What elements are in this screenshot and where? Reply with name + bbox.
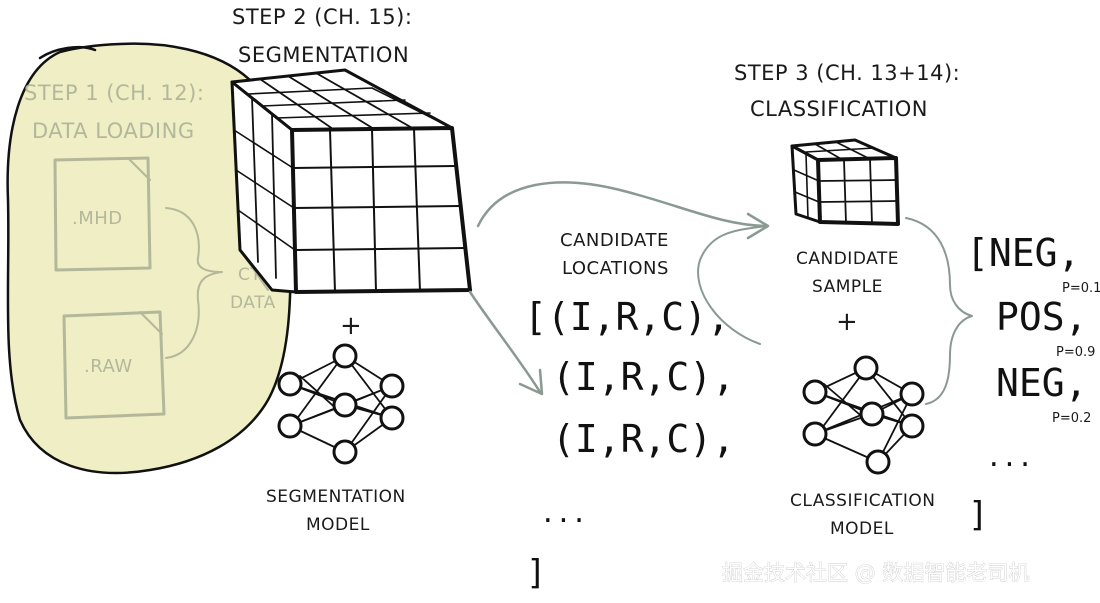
candidate-locations-label-line1: CANDIDATE bbox=[560, 230, 669, 251]
blob-scribble bbox=[38, 46, 97, 60]
step3-plus: + bbox=[836, 307, 858, 337]
result-label-1: [NEG, bbox=[966, 231, 1080, 275]
step2-segmentation: STEP 2 (CH. 15): SEGMENTATION + bbox=[230, 5, 472, 535]
watermark-text: 掘金技术社区 @ 数据智能老司机 bbox=[722, 561, 1029, 585]
result-label-3: NEG, bbox=[996, 361, 1088, 405]
ct-data-brace bbox=[165, 207, 223, 359]
step2-subtitle: SEGMENTATION bbox=[238, 43, 409, 67]
segmentation-model-label-line1: SEGMENTATION bbox=[266, 487, 406, 507]
flow-arrows bbox=[468, 181, 770, 396]
result-prob-3: P=0.2 bbox=[1052, 411, 1091, 426]
step2-plus: + bbox=[340, 311, 362, 341]
step1-subtitle: DATA LOADING bbox=[32, 119, 195, 143]
step3-subtitle: CLASSIFICATION bbox=[750, 97, 928, 121]
step3-title: STEP 3 (CH. 13+14): bbox=[734, 61, 960, 85]
classification-model-label-line2: MODEL bbox=[830, 519, 894, 539]
arrow-to-classification bbox=[476, 181, 768, 228]
step2-title: STEP 2 (CH. 15): bbox=[232, 5, 412, 29]
segmentation-cube-icon bbox=[230, 68, 472, 294]
arrowhead-candidates bbox=[518, 368, 544, 396]
candidate-sample-label-line1: CANDIDATE bbox=[796, 249, 899, 269]
arrow-loop-line bbox=[697, 225, 767, 345]
arrow-to-candidates bbox=[468, 290, 542, 394]
candidate-item-2: (I,R,C), bbox=[552, 355, 735, 399]
segmentation-model-network-icon bbox=[277, 343, 405, 465]
result-prob-1: P=0.1 bbox=[1062, 281, 1100, 296]
ct-data-label-line2: DATA bbox=[230, 293, 276, 313]
candidate-sample-label-line2: SAMPLE bbox=[812, 277, 883, 297]
result-label-2: POS, bbox=[996, 295, 1088, 339]
candidate-item-1: [(I,R,C), bbox=[524, 295, 730, 339]
candidate-sample-cube-icon bbox=[790, 138, 900, 226]
step1-title: STEP 1 (CH. 12): bbox=[24, 81, 204, 105]
step3-classification: STEP 3 (CH. 13+14): CLASSIFICATION CANDI… bbox=[734, 61, 973, 539]
candidate-ellipsis: ... bbox=[540, 499, 587, 529]
result-close-bracket: ] bbox=[968, 495, 988, 535]
mhd-file-label: .MHD bbox=[72, 208, 123, 229]
segmentation-model-label-line2: MODEL bbox=[306, 515, 370, 535]
classification-model-network-icon bbox=[802, 355, 925, 475]
candidate-item-3: (I,R,C), bbox=[552, 417, 735, 461]
raw-file-label: .RAW bbox=[84, 356, 133, 377]
result-prob-2: P=0.9 bbox=[1056, 345, 1095, 360]
classification-results: [NEG, P=0.1 POS, P=0.9 NEG, P=0.2 ... ] bbox=[966, 231, 1100, 535]
candidate-close-bracket: ] bbox=[526, 553, 546, 593]
arrowhead-classification bbox=[746, 212, 770, 240]
candidate-locations: CANDIDATE LOCATIONS [(I,R,C), (I,R,C), (… bbox=[524, 230, 735, 593]
result-ellipsis: ... bbox=[986, 443, 1033, 473]
classification-model-label-line1: CLASSIFICATION bbox=[790, 491, 935, 511]
mhd-file-icon bbox=[53, 156, 152, 272]
step1-data-loading: STEP 1 (CH. 12): DATA LOADING .MHD .RAW … bbox=[6, 42, 292, 475]
candidate-locations-label-line2: LOCATIONS bbox=[562, 258, 669, 279]
results-brace bbox=[905, 217, 973, 405]
raw-file-icon bbox=[62, 310, 166, 420]
